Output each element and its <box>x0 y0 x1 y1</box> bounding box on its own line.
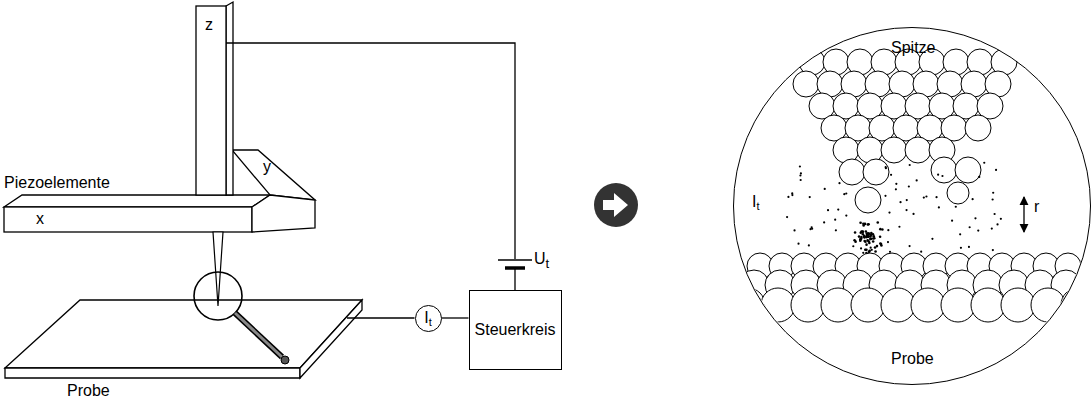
sample-label: Probe <box>5 300 347 402</box>
node-text: z <box>205 16 213 34</box>
tip <box>213 232 223 306</box>
node-text: It <box>752 193 760 211</box>
y-piezo: y <box>232 150 315 196</box>
ammeter: It <box>415 305 442 332</box>
x-piezo: x <box>4 207 252 232</box>
node-text: y <box>263 158 271 176</box>
distance-arrow <box>1023 197 1024 232</box>
z-piezo: z <box>196 6 226 195</box>
node-text: It <box>424 309 432 327</box>
piezo-elements <box>4 2 315 232</box>
wire <box>226 43 515 290</box>
node-text: r <box>1034 198 1039 216</box>
node-text: Steuerkreis <box>475 321 556 339</box>
magnifier <box>194 272 289 364</box>
part-label: Piezoelemente <box>4 174 110 192</box>
zoom-arrow <box>594 183 638 227</box>
zoom-circle: SpitzeIt rProbe <box>733 27 1091 385</box>
node-text: Probe <box>891 350 934 368</box>
control-box: Steuerkreis <box>469 290 562 370</box>
node-text: Spitze <box>891 39 935 57</box>
node-text: Probe <box>67 382 110 400</box>
wire <box>442 317 469 318</box>
sample-plate <box>5 300 362 378</box>
voltage-label: Ut <box>534 250 549 272</box>
atoms <box>731 49 1092 322</box>
node-text: x <box>36 210 44 228</box>
wire <box>347 317 415 318</box>
battery-symbol <box>498 259 532 269</box>
